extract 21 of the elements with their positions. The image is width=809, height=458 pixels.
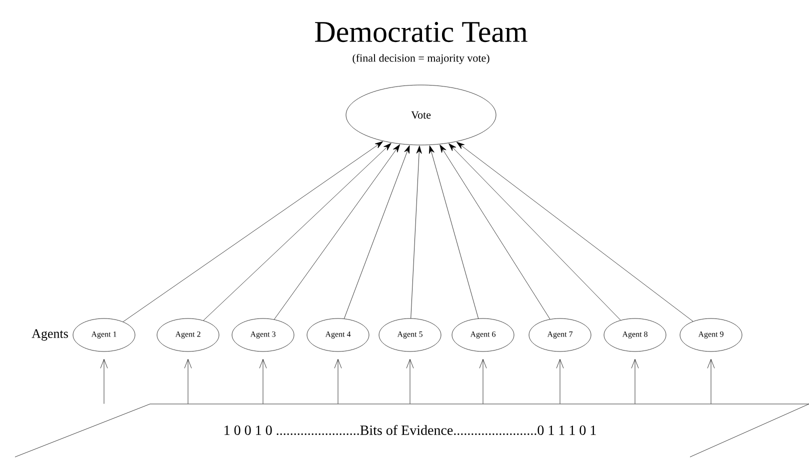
- arrow: [479, 359, 487, 404]
- arrow: [410, 146, 422, 318]
- arrow: [429, 145, 479, 319]
- arrow: [448, 143, 621, 320]
- arrow: [631, 359, 639, 404]
- arrow: [406, 359, 414, 404]
- arrow: [556, 359, 564, 404]
- arrow: [707, 359, 715, 404]
- arrow: [456, 142, 694, 322]
- arrow: [259, 359, 267, 404]
- arrow: [122, 141, 384, 322]
- subtitle: (final decision = majority vote): [352, 54, 490, 64]
- arrow: [184, 359, 192, 404]
- arrow: [100, 359, 108, 404]
- arrow: [440, 144, 550, 320]
- evidence-band: 1 0 0 1 0 ........................Bits of Evidence........................0 1 1 1 0 1: [14, 404, 809, 458]
- arrow: [203, 143, 392, 321]
- arrow: [344, 145, 410, 319]
- arrow: [274, 144, 400, 320]
- arrow: [334, 359, 342, 404]
- title: Democratic Team: [315, 22, 528, 42]
